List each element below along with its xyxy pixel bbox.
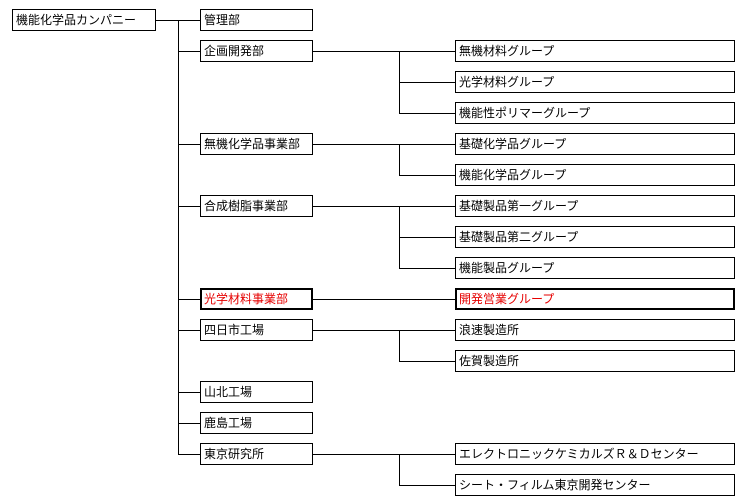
department-box: 東京研究所: [200, 443, 313, 465]
department-box: 管理部: [200, 9, 313, 31]
group-connector: [399, 82, 455, 83]
department-box: 山北工場: [200, 381, 313, 403]
group-connector: [399, 175, 455, 176]
group-branch-line: [399, 454, 400, 486]
dept-connector: [178, 299, 200, 300]
group-box: 基礎製品第一グループ: [455, 195, 735, 217]
department-box: 無機化学品事業部: [200, 133, 313, 155]
group-connector: [313, 144, 455, 145]
root-box: 機能化学品カンパニー: [12, 9, 156, 31]
group-branch-line: [399, 330, 400, 362]
department-box: 四日市工場: [200, 319, 313, 341]
dept-connector: [178, 206, 200, 207]
group-box: 佐賀製造所: [455, 350, 735, 372]
group-box: シート・フィルム東京開発センター: [455, 474, 735, 496]
dept-connector: [178, 423, 200, 424]
group-box: 機能製品グループ: [455, 257, 735, 279]
group-box: 機能化学品グループ: [455, 164, 735, 186]
group-connector: [399, 268, 455, 269]
group-connector: [399, 485, 455, 486]
group-box: 浪速製造所: [455, 319, 735, 341]
group-box: 開発営業グループ: [455, 288, 735, 310]
group-box: 光学材料グループ: [455, 71, 735, 93]
dept-connector: [178, 51, 200, 52]
group-connector: [313, 51, 455, 52]
dept-connector: [178, 392, 200, 393]
dept-connector: [178, 20, 200, 21]
root-connector: [156, 20, 179, 21]
group-box: 機能性ポリマーグループ: [455, 102, 735, 124]
dept-connector: [178, 144, 200, 145]
group-connector: [313, 330, 455, 331]
group-connector: [399, 361, 455, 362]
group-box: 無機材料グループ: [455, 40, 735, 62]
department-box: 合成樹脂事業部: [200, 195, 313, 217]
dept-connector: [178, 330, 200, 331]
group-branch-line: [399, 144, 400, 176]
group-box: エレクトロニックケミカルズＲ＆Ｄセンター: [455, 443, 735, 465]
department-box: 企画開発部: [200, 40, 313, 62]
group-connector: [313, 299, 455, 300]
group-box: 基礎製品第二グループ: [455, 226, 735, 248]
group-connector: [399, 113, 455, 114]
group-connector: [313, 206, 455, 207]
dept-connector: [178, 454, 200, 455]
department-box: 光学材料事業部: [200, 288, 313, 310]
department-box: 鹿島工場: [200, 412, 313, 434]
group-connector: [313, 454, 455, 455]
group-connector: [399, 237, 455, 238]
trunk-line: [178, 20, 179, 455]
group-box: 基礎化学品グループ: [455, 133, 735, 155]
